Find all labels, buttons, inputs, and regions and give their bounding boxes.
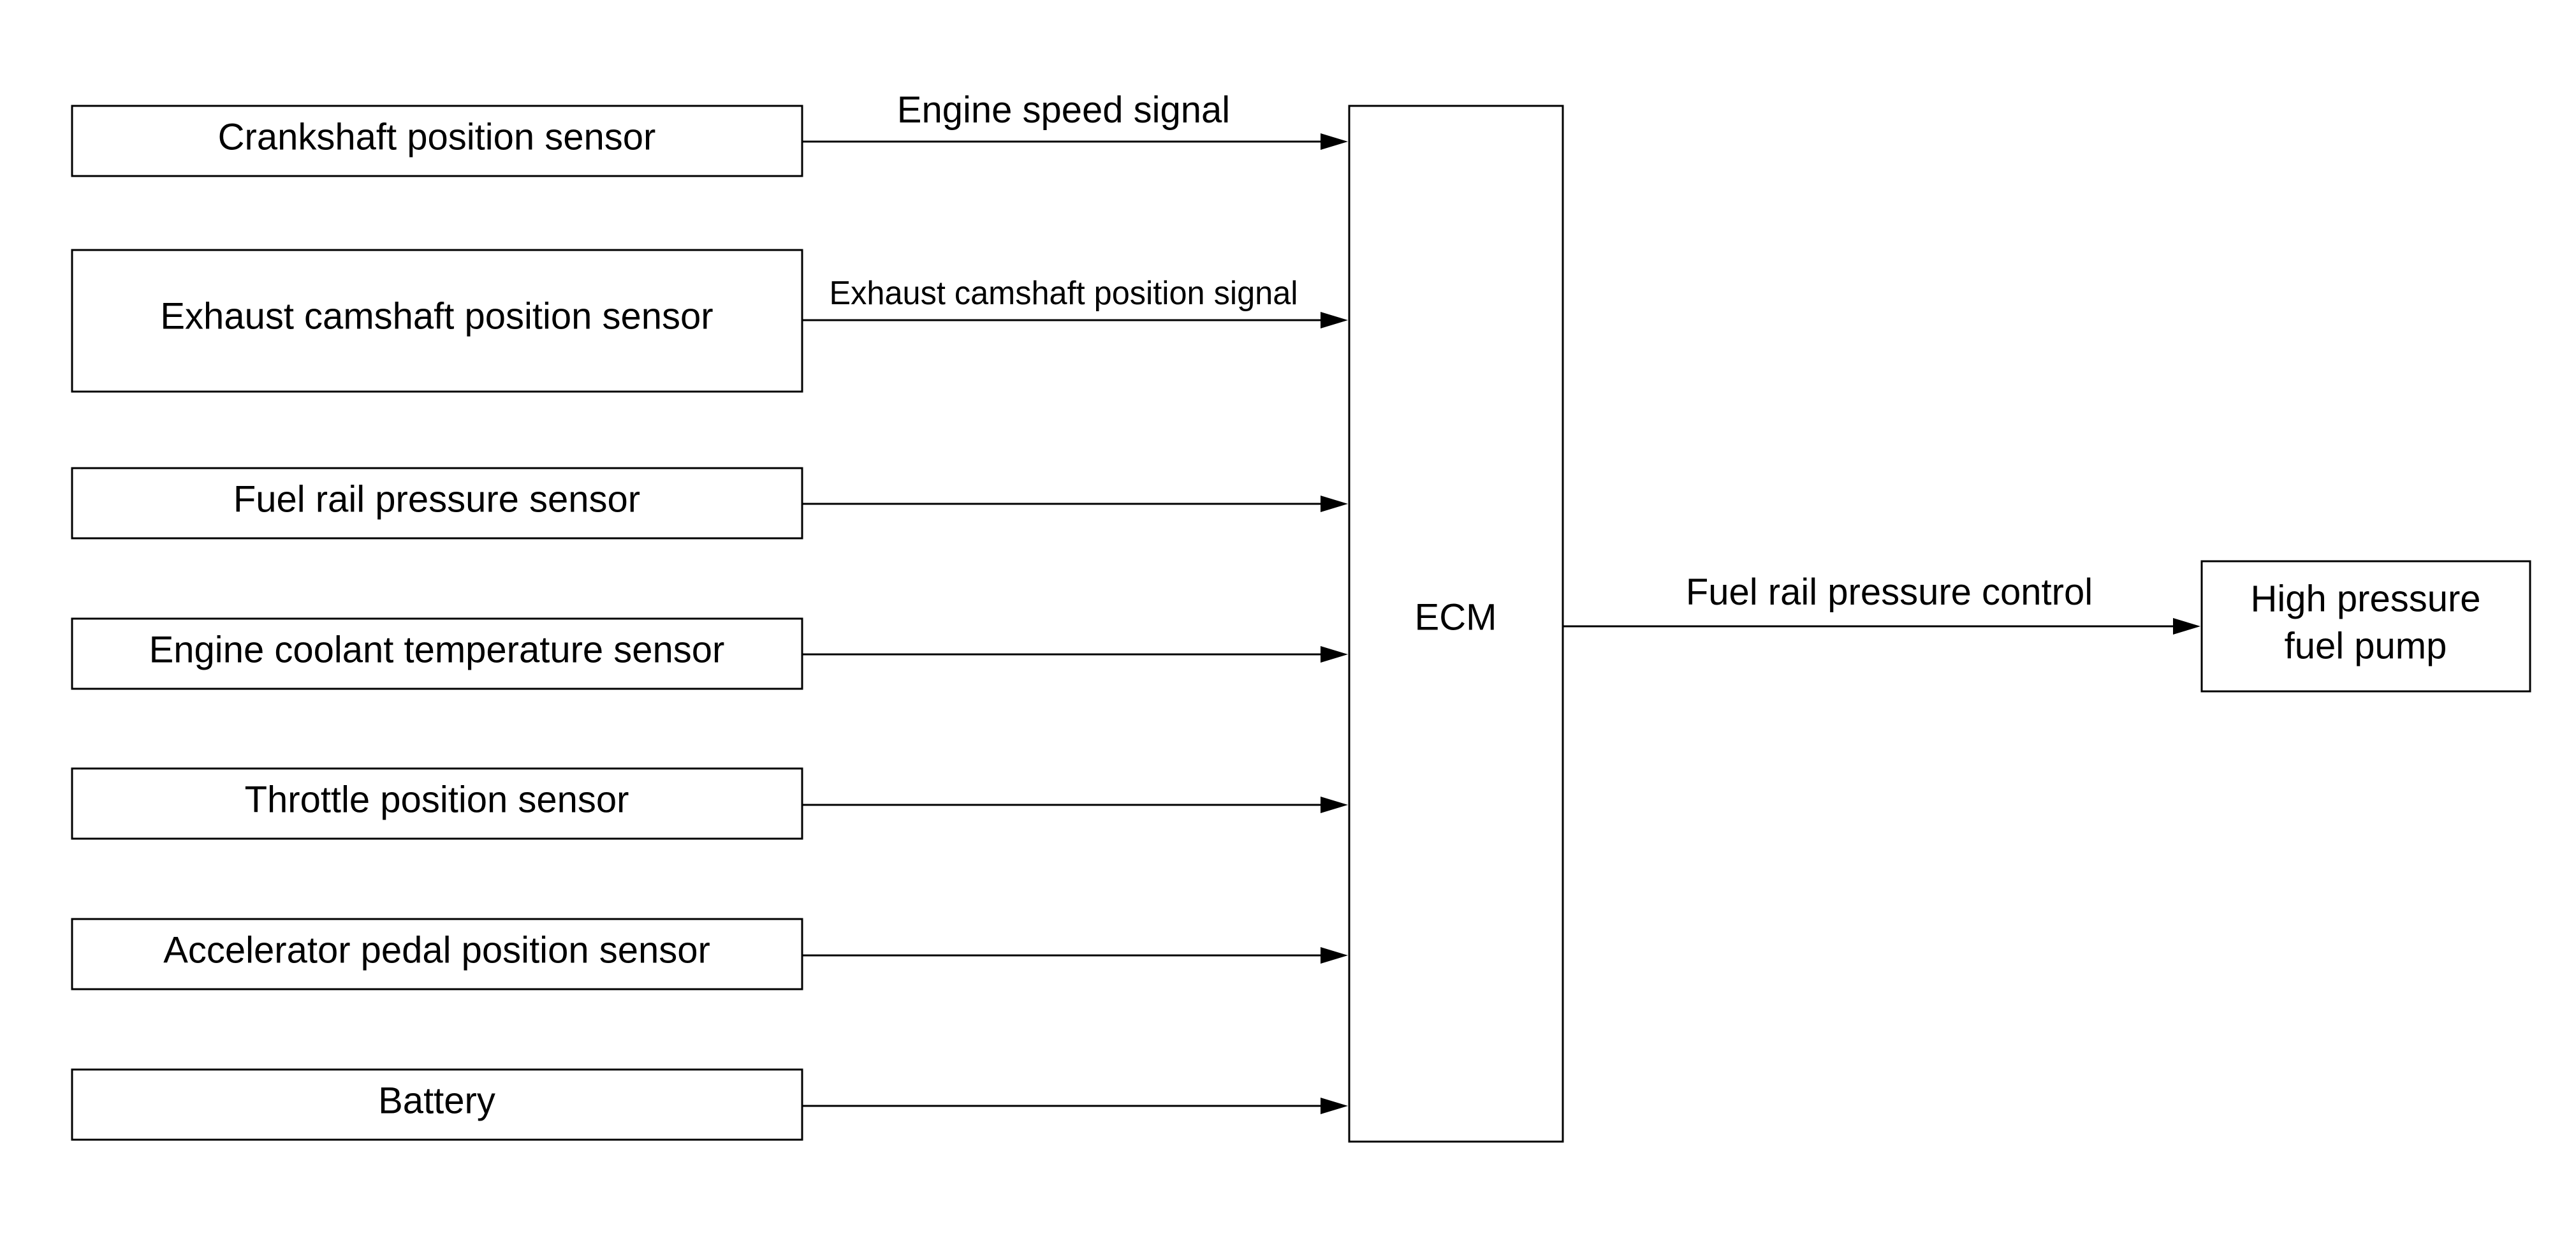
input-block-accelerator-pedal: Accelerator pedal position sensor — [71, 918, 803, 990]
throttle-position-sensor-label: Throttle position sensor — [245, 779, 629, 820]
input-block-engine-coolant-temp: Engine coolant temperature sensor — [71, 617, 803, 690]
connector-battery-to-ecm — [802, 1098, 1348, 1114]
ecm-block: ECM — [1348, 105, 1564, 1143]
connector-ecm-to-pump: Fuel rail pressure control — [1563, 571, 2200, 635]
input-block-battery: Battery — [71, 1068, 803, 1141]
input-block-fuel-rail-pressure: Fuel rail pressure sensor — [71, 467, 803, 540]
engine-coolant-temp-arrowhead — [1321, 646, 1348, 663]
fuel-rail-pressure-sensor-box — [71, 467, 803, 540]
connector-fuel-rail-pressure-to-ecm — [802, 496, 1348, 512]
battery-label: Battery — [378, 1080, 495, 1121]
battery-box — [71, 1068, 803, 1141]
battery-arrowhead — [1321, 1098, 1348, 1114]
high-pressure-pump-box — [2200, 560, 2531, 693]
engine-coolant-temp-sensor-label: Engine coolant temperature sensor — [149, 629, 725, 670]
accelerator-pedal-sensor-box — [71, 918, 803, 990]
exhaust-camshaft-signal-label: Exhaust camshaft position signal — [830, 275, 1298, 312]
fuel-rail-pressure-control-label: Fuel rail pressure control — [1686, 571, 2093, 613]
exhaust-camshaft-arrowhead — [1321, 312, 1348, 328]
ecm-box — [1348, 105, 1564, 1143]
crankshaft-arrowhead — [1321, 133, 1348, 150]
exhaust-camshaft-sensor-label: Exhaust camshaft position sensor — [160, 295, 713, 337]
ecm-label: ECM — [1415, 596, 1497, 638]
fuel-rail-pressure-control-arrowhead — [2173, 618, 2200, 635]
connector-exhaust-camshaft-to-ecm: Exhaust camshaft position signal — [802, 275, 1348, 328]
connector-throttle-position-to-ecm — [802, 797, 1348, 813]
exhaust-camshaft-sensor-box — [71, 249, 803, 393]
input-block-throttle-position: Throttle position sensor — [71, 767, 803, 840]
high-pressure-pump-label-line1: High pressure — [2250, 578, 2480, 619]
crankshaft-sensor-label: Crankshaft position sensor — [218, 116, 656, 158]
throttle-position-arrowhead — [1321, 797, 1348, 813]
connector-crankshaft-to-ecm: Engine speed signal — [802, 89, 1348, 150]
fuel-rail-pressure-sensor-label: Fuel rail pressure sensor — [233, 478, 640, 520]
accelerator-pedal-arrowhead — [1321, 947, 1348, 964]
input-block-exhaust-camshaft: Exhaust camshaft position sensor — [71, 249, 803, 393]
accelerator-pedal-sensor-label: Accelerator pedal position sensor — [163, 929, 710, 971]
throttle-position-sensor-box — [71, 767, 803, 840]
engine-speed-signal-label: Engine speed signal — [897, 89, 1230, 131]
output-block-high-pressure-pump: High pressure fuel pump — [2200, 560, 2531, 693]
fuel-rail-pressure-arrowhead — [1321, 496, 1348, 512]
high-pressure-pump-label-line2: fuel pump — [2285, 625, 2447, 666]
crankshaft-sensor-box — [71, 105, 803, 177]
engine-coolant-temp-sensor-box — [71, 617, 803, 690]
connector-accelerator-pedal-to-ecm — [802, 947, 1348, 964]
connector-engine-coolant-temp-to-ecm — [802, 646, 1348, 663]
input-block-crankshaft: Crankshaft position sensor — [71, 105, 803, 177]
